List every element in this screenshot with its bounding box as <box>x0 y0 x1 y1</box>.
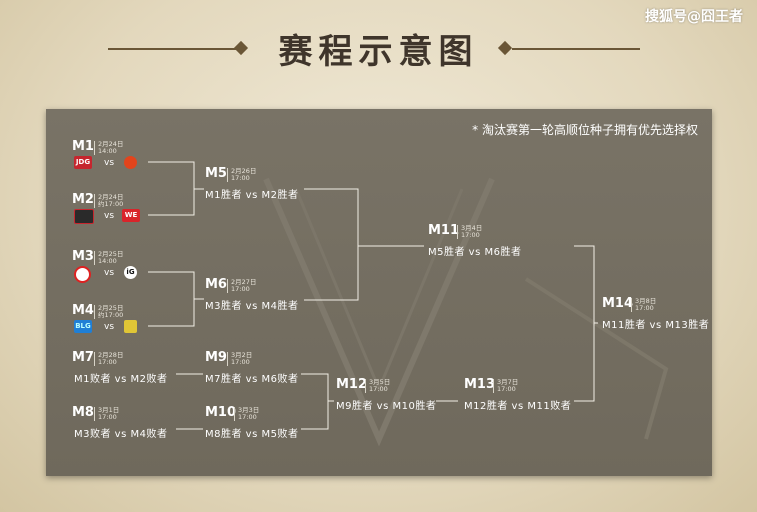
team-row: vs WE <box>72 209 152 224</box>
watermark: 搜狐号@囧王者 <box>645 9 743 25</box>
match-id: M7 <box>72 350 94 365</box>
left-ornament <box>108 40 249 56</box>
match-id: M1 <box>72 139 94 154</box>
match-id: M3 <box>72 249 94 264</box>
bracket-panel: * 淘汰赛第一轮高顺位种子拥有优先选择权 M1 <box>46 109 712 476</box>
match-matchup: M9胜者 vs M10胜者 <box>336 401 437 412</box>
match-time: 2月24日约17:00 <box>94 194 123 208</box>
team-logo-icon <box>124 156 137 169</box>
match-id: M4 <box>72 303 94 318</box>
background-emblem <box>263 177 669 447</box>
we-logo-icon: WE <box>122 209 140 222</box>
match-id: M11 <box>428 223 460 238</box>
match-matchup: M1胜者 vs M2胜者 <box>205 190 299 201</box>
match-id: M14 <box>602 296 634 311</box>
team-row: vs iG <box>72 266 152 283</box>
match-id: M6 <box>205 277 227 292</box>
blg-logo-icon: BLG <box>74 320 92 333</box>
match-id: M13 <box>464 377 496 392</box>
team-row: JDG vs <box>72 156 152 170</box>
match-matchup: M12胜者 vs M11败者 <box>464 401 572 412</box>
bracket-lines <box>148 161 598 430</box>
team-logo-icon <box>74 266 91 283</box>
team-logo-icon <box>74 209 94 224</box>
match-matchup: M3败者 vs M4败者 <box>74 429 168 440</box>
vs-label: vs <box>104 211 115 221</box>
vs-label: vs <box>104 268 115 278</box>
match-time: 2月25日约17:00 <box>94 305 123 319</box>
match-matchup: M11胜者 vs M13胜者 <box>602 320 710 331</box>
match-id: M10 <box>205 405 237 420</box>
match-id: M9 <box>205 350 227 365</box>
vs-label: vs <box>104 158 115 168</box>
seed-note: * 淘汰赛第一轮高顺位种子拥有优先选择权 <box>472 123 698 137</box>
match-matchup: M7胜者 vs M6败者 <box>205 374 299 385</box>
jdg-logo-icon: JDG <box>74 156 92 169</box>
team-logo-icon <box>124 320 137 333</box>
title-bar: 赛程示意图 <box>0 24 757 74</box>
match-id: M5 <box>205 166 227 181</box>
match-id: M2 <box>72 192 94 207</box>
page-title: 赛程示意图 <box>278 32 479 72</box>
match-matchup: M8胜者 vs M5败者 <box>205 429 299 440</box>
match-id: M8 <box>72 405 94 420</box>
match-matchup: M1败者 vs M2败者 <box>74 374 168 385</box>
match-matchup: M5胜者 vs M6胜者 <box>428 247 522 258</box>
ig-logo-icon: iG <box>124 266 137 279</box>
match-matchup: M3胜者 vs M4胜者 <box>205 301 299 312</box>
match-id: M12 <box>336 377 368 392</box>
vs-label: vs <box>104 322 115 332</box>
right-ornament <box>497 40 640 56</box>
team-row: BLG vs <box>72 320 152 334</box>
